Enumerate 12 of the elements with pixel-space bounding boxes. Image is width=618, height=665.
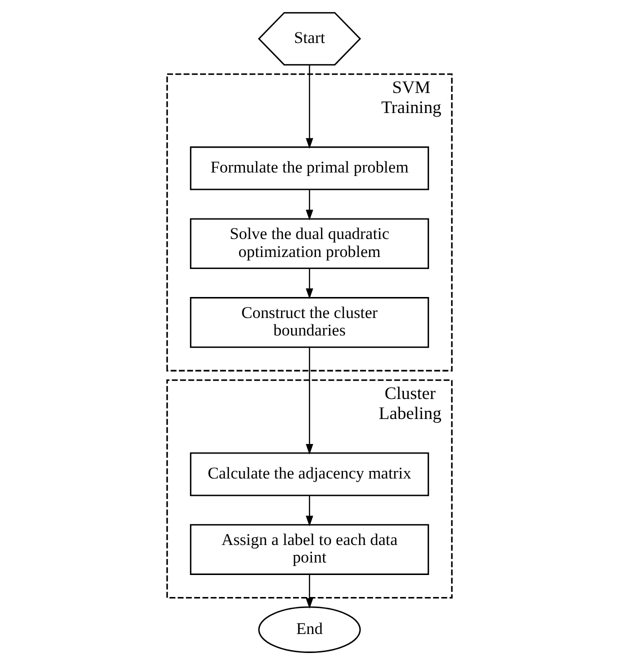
node-box: Construct the cluster boundaries (189, 297, 429, 348)
arrow (305, 496, 313, 526)
arrow (305, 64, 313, 149)
node-box: Assign a label to each data point (189, 524, 429, 575)
node-box: Solve the dual quadratic optimization problem (189, 218, 429, 270)
arrow (305, 347, 313, 455)
node-box: Calculate the adjacency matrix (189, 452, 429, 496)
arrow (305, 268, 313, 299)
arrow (305, 190, 313, 220)
node-box: Formulate the primal problem (189, 146, 429, 190)
arrow (305, 574, 313, 609)
node-ellipse: End (258, 606, 360, 653)
